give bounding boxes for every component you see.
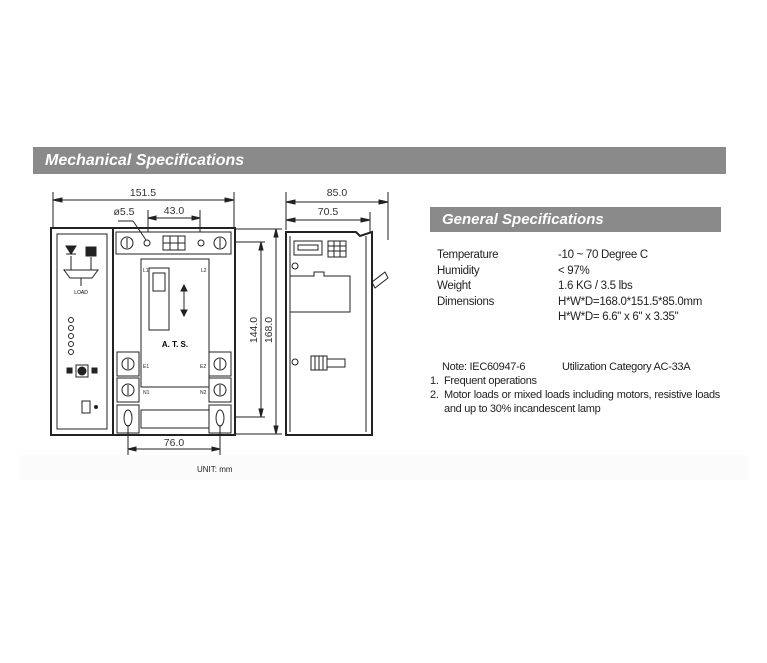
note-item: 2. Motor loads or mixed loads including …: [430, 388, 720, 416]
note-category: Utilization Category AC-33A: [562, 361, 691, 373]
terminal-label-e2: E2: [200, 364, 206, 370]
load-label: LOAD: [74, 290, 88, 296]
spec-row-humidity: Humidity < 97%: [437, 264, 702, 280]
note-number: 2.: [430, 389, 439, 401]
spec-label: Weight: [437, 280, 471, 292]
ats-label: A. T. S.: [162, 340, 188, 349]
note-text: Motor loads or mixed loads including mot…: [444, 389, 720, 415]
mechanical-specifications-heading: Mechanical Specifications: [33, 147, 726, 174]
spec-value: 1.6 KG / 3.5 lbs: [558, 280, 633, 292]
dim-height-inner: 144.0: [248, 317, 260, 343]
unit-label: UNIT: mm: [197, 465, 233, 474]
spec-label: Dimensions: [437, 295, 495, 308]
terminal-label-n2: N2: [200, 390, 207, 396]
note-standard: Note: IEC60947-6: [442, 361, 526, 373]
terminal-label-n1: N1: [143, 390, 150, 396]
note-text: Frequent operations: [444, 375, 537, 387]
note-item: 1. Frequent operations: [430, 374, 720, 388]
dim-hole-diameter: ø5.5: [113, 206, 134, 218]
terminal-label-l2: L2: [201, 268, 207, 274]
dim-depth-total: 85.0: [327, 187, 348, 199]
spec-row-weight: Weight 1.6 KG / 3.5 lbs: [437, 279, 702, 295]
general-specs-table: Temperature -10 ~ 70 Degree C Humidity <…: [437, 248, 702, 326]
general-specifications-heading: General Specifications: [430, 207, 721, 232]
spec-value: H*W*D= 6.6" x 6" x 3.35": [558, 311, 679, 323]
spec-row-dimensions-inches: H*W*D= 6.6" x 6" x 3.35": [437, 310, 702, 326]
spec-value: -10 ~ 70 Degree C: [558, 249, 648, 261]
dim-hole-spacing: 43.0: [164, 205, 185, 217]
notes-block: Note: IEC60947-6 Utilization Category AC…: [430, 360, 720, 416]
dim-width-total: 151.5: [130, 187, 156, 199]
spec-value: H*W*D=168.0*151.5*85.0mm: [558, 295, 702, 308]
note-number: 1.: [430, 375, 439, 387]
spec-label: [437, 310, 558, 326]
dim-height-total: 168.0: [263, 317, 275, 343]
terminal-label-e1: E1: [143, 364, 149, 370]
note-header: Note: IEC60947-6 Utilization Category AC…: [430, 360, 720, 374]
panel-footer-background: [20, 455, 747, 480]
dim-depth-body: 70.5: [318, 206, 339, 218]
dim-bottom-spacing: 76.0: [164, 437, 185, 449]
spec-row-temperature: Temperature -10 ~ 70 Degree C: [437, 248, 702, 264]
terminal-label-l1: L1: [143, 268, 149, 274]
spec-label: Temperature: [437, 249, 499, 261]
spec-label: Humidity: [437, 264, 480, 277]
spec-value: < 97%: [558, 264, 590, 277]
spec-row-dimensions: Dimensions H*W*D=168.0*151.5*85.0mm: [437, 295, 702, 311]
